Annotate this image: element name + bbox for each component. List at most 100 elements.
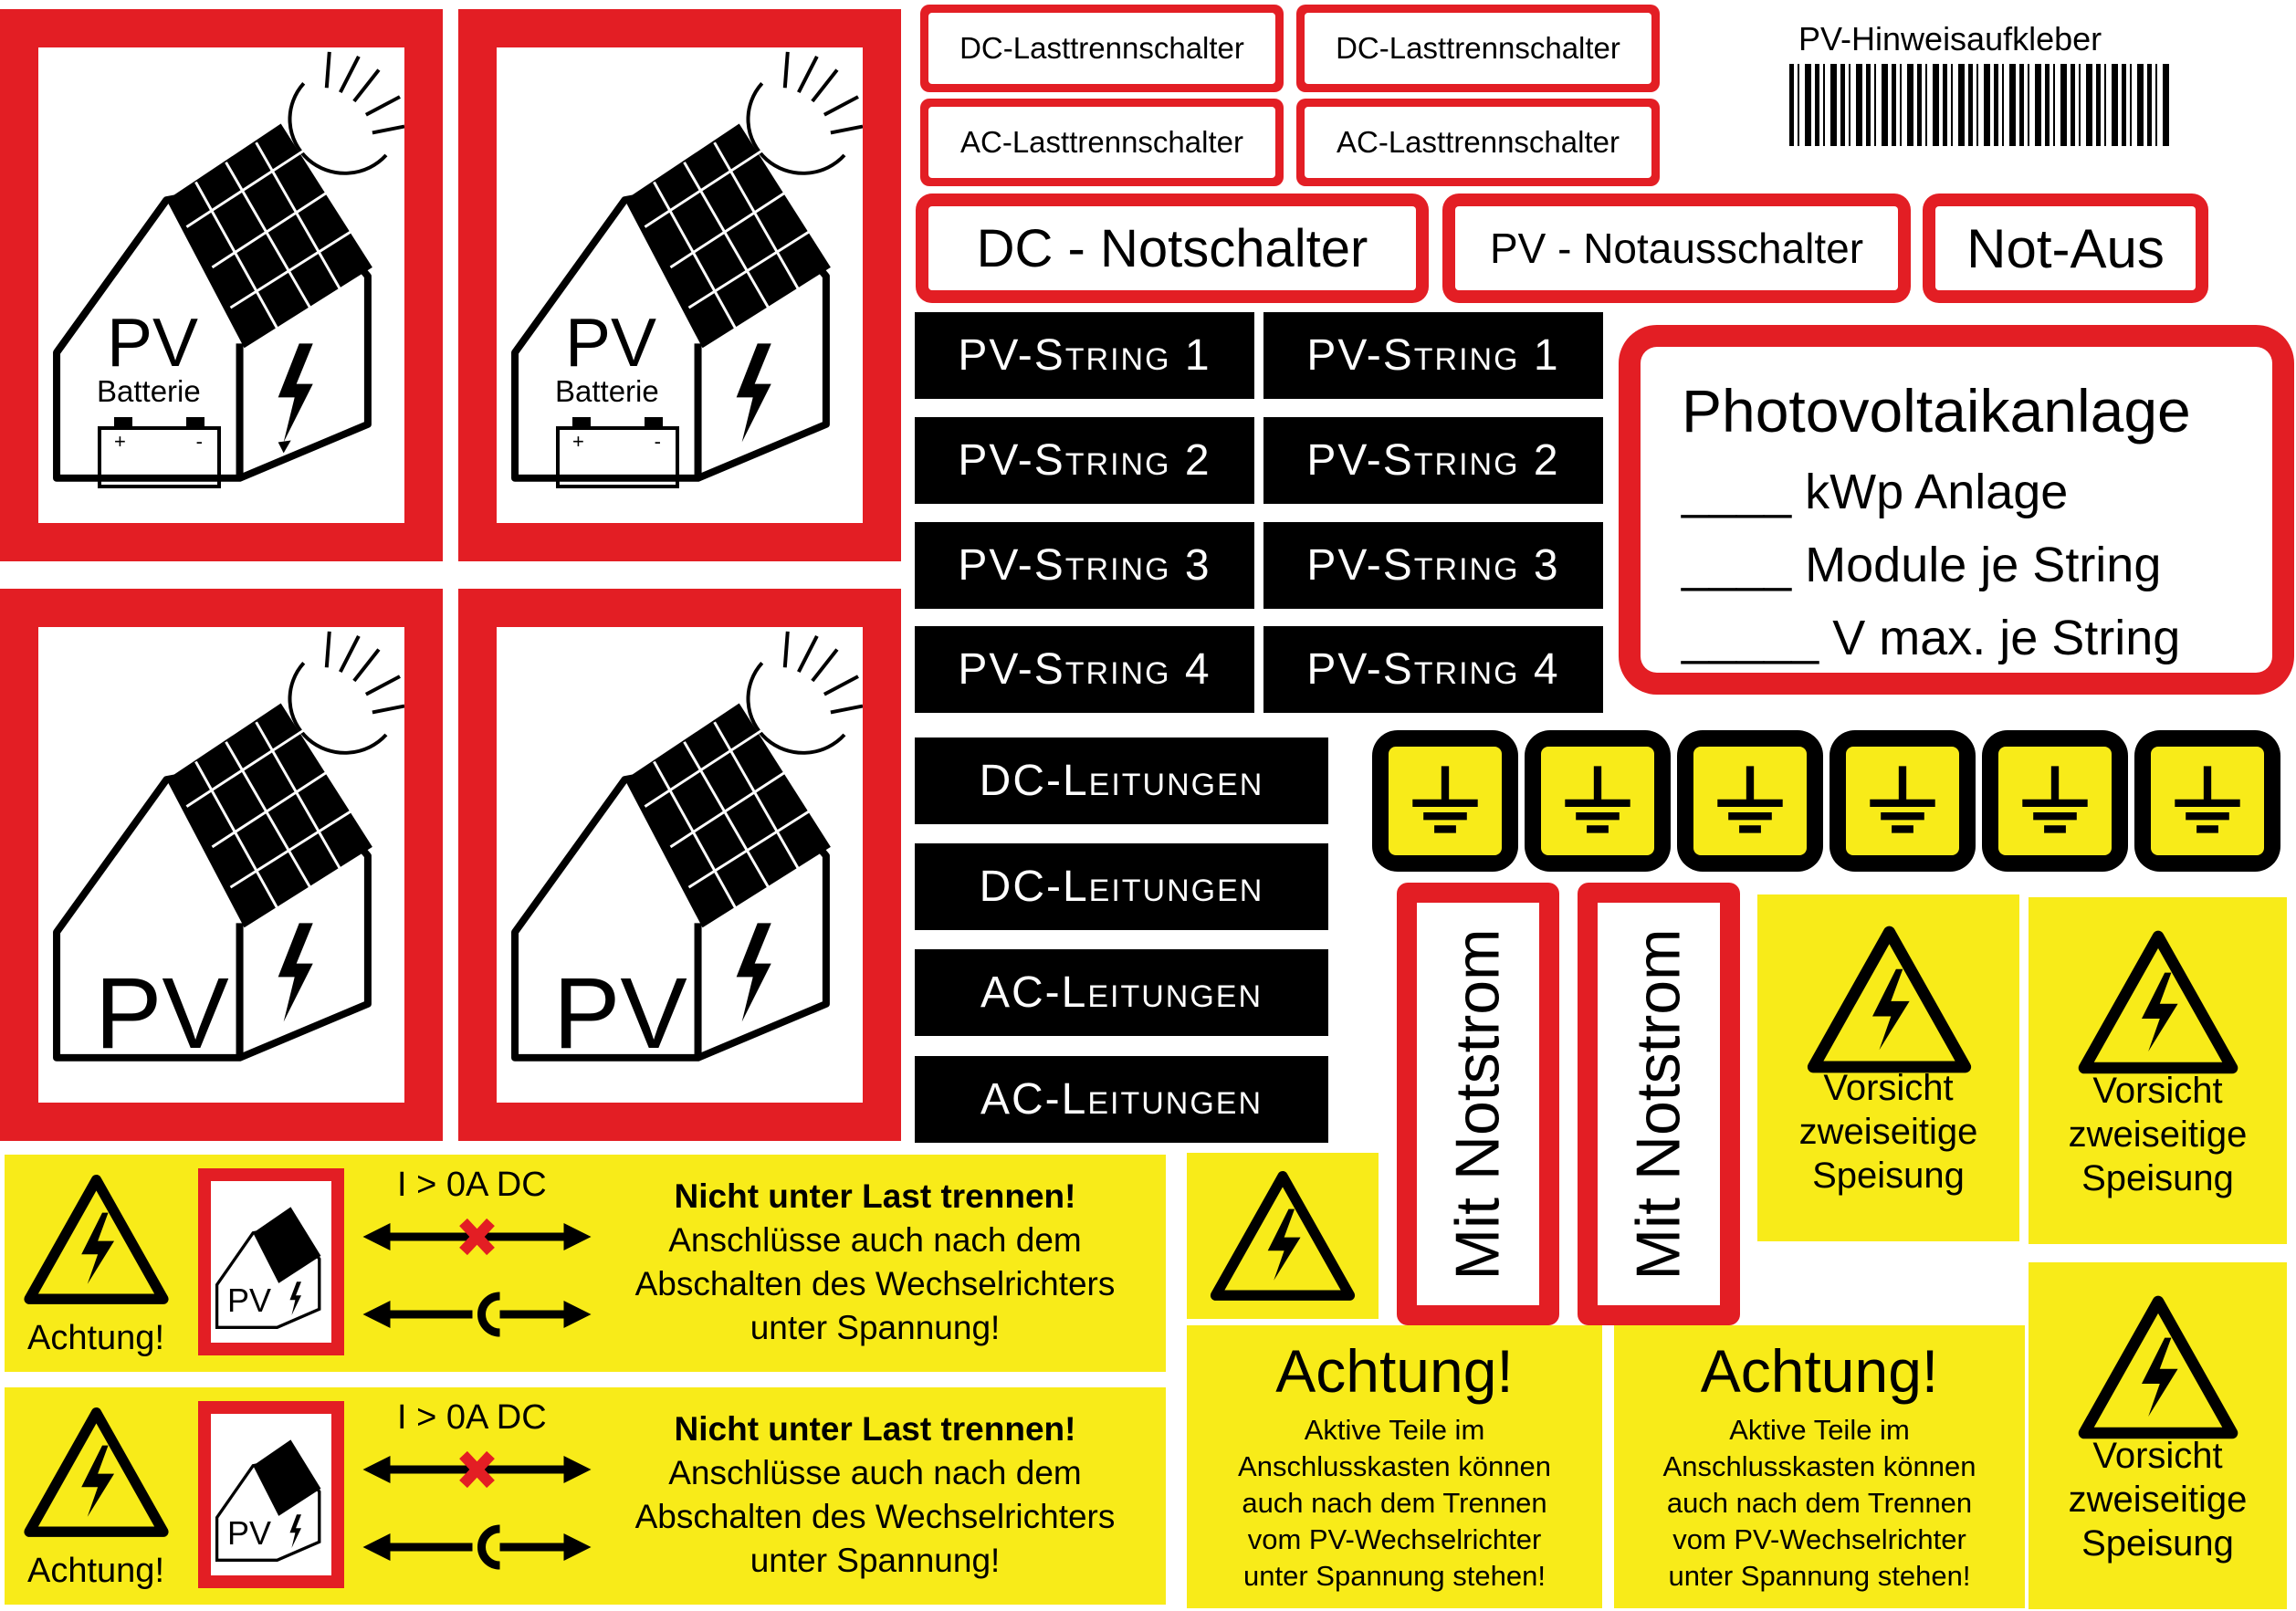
battery-plus: +	[114, 430, 126, 453]
vorsicht-line-3: Speisung	[2081, 1158, 2234, 1198]
house-solar-icon	[53, 631, 404, 1062]
module-line: ____ Module je String	[1682, 538, 2162, 592]
warning-icon	[2076, 925, 2240, 1080]
pv-string-label-1a: PV-String 1	[915, 312, 1254, 399]
pv-battery-sign-2: PV Batterie + -	[458, 9, 901, 561]
strip-line-4: unter Spannung!	[750, 1542, 1001, 1579]
dc-notschalter-label: DC - Notschalter	[916, 194, 1429, 303]
pv-string-label-3a: PV-String 3	[915, 522, 1254, 609]
dc-leitungen-label-2: DC-Leitungen	[915, 843, 1328, 930]
pv-string-label-3b: PV-String 3	[1263, 522, 1603, 609]
achtung-line-5: unter Spannung stehen!	[1243, 1560, 1546, 1592]
achtung-line-4: vom PV-Wechselrichter	[1672, 1523, 1966, 1555]
house-solar-icon	[511, 631, 863, 1062]
ground-icon	[1677, 730, 1823, 872]
strip-line-1: Nicht unter Last trennen!	[674, 1410, 1076, 1448]
current-text: I > 0A DC	[397, 1166, 547, 1204]
kwp-line: ____ kWp Anlage	[1682, 465, 2069, 519]
dc-lasttrennschalter-label-2: DC-Lasttrennschalter	[1296, 5, 1660, 92]
warning-icon	[1805, 922, 1974, 1077]
ground-icon	[1982, 730, 2128, 872]
achtung-title: Achtung!	[1275, 1337, 1514, 1405]
ac-leitungen-label-2: AC-Leitungen	[915, 1056, 1328, 1143]
pv-string-label-2b: PV-String 2	[1263, 417, 1603, 504]
pv-sign-3: PV	[0, 589, 443, 1141]
pv-string-label-4b: PV-String 4	[1263, 626, 1603, 713]
ac-lasttrennschalter-label-2: AC-Lasttrennschalter	[1296, 99, 1660, 186]
pv-title: PV	[565, 304, 657, 381]
strip-line-2: Anschlüsse auch nach dem	[668, 1221, 1082, 1259]
achtung-line-2: Anschlusskasten können	[1662, 1450, 1976, 1482]
warning-icon	[1205, 1167, 1360, 1304]
ac-lasttrennschalter-label-1: AC-Lasttrennschalter	[920, 99, 1284, 186]
photovoltaikanlage-label: Photovoltaikanlage ____ kWp Anlage ____ …	[1619, 325, 2294, 695]
vorsicht-label-3: Vorsicht zweiseitige Speisung	[2029, 1262, 2287, 1609]
vorsicht-line-2: zweiseitige	[2068, 1480, 2248, 1520]
pv-notausschalter-label: PV - Notausschalter	[1442, 194, 1911, 303]
achtung-line-3: auch nach dem Trennen	[1242, 1487, 1547, 1519]
warning-strip-2: Achtung! PV I > 0A DC Nicht unter Last t…	[5, 1387, 1166, 1605]
batterie-label: Batterie	[555, 374, 659, 408]
vorsicht-line-3: Speisung	[1812, 1156, 1965, 1196]
dc-lasttrennschalter-label-1: DC-Lasttrennschalter	[920, 5, 1284, 92]
vorsicht-label-1: Vorsicht zweiseitige Speisung	[1757, 894, 2019, 1241]
current-text: I > 0A DC	[397, 1398, 547, 1437]
vorsicht-line-2: zweiseitige	[2068, 1114, 2248, 1155]
achtung-line-5: unter Spannung stehen!	[1668, 1560, 1971, 1592]
pv-string-label-1b: PV-String 1	[1263, 312, 1603, 399]
achtung-text: Achtung!	[27, 1552, 164, 1590]
warning-strip-1: Achtung! PV I > 0A DC Nicht unter Last t…	[5, 1155, 1166, 1372]
battery-minus: -	[195, 430, 203, 453]
warning-icon	[21, 1171, 172, 1308]
strip-line-3: Abschalten des Wechselrichters	[634, 1265, 1116, 1302]
pv-title: PV	[553, 957, 687, 1070]
achtung-label-1: Achtung! Aktive Teile im Anschlusskasten…	[1187, 1325, 1602, 1608]
photovoltaik-title: Photovoltaikanlage	[1682, 377, 2191, 445]
achtung-line-3: auch nach dem Trennen	[1666, 1487, 1973, 1519]
achtung-text: Achtung!	[27, 1319, 164, 1357]
vorsicht-line-3: Speisung	[2081, 1523, 2234, 1564]
achtung-label-2: Achtung! Aktive Teile im Anschlusskasten…	[1614, 1325, 2025, 1608]
pv-title: PV	[107, 304, 199, 381]
pv-string-label-2a: PV-String 2	[915, 417, 1254, 504]
battery-icon: + -	[98, 417, 221, 488]
achtung-title: Achtung!	[1700, 1337, 1939, 1405]
battery-icon: + -	[556, 417, 679, 488]
pv-title: PV	[95, 957, 229, 1070]
house-solar-icon	[511, 51, 863, 482]
warning-icon	[2076, 1290, 2240, 1445]
vorsicht-line-1: Vorsicht	[2092, 1071, 2223, 1111]
house-solar-icon	[53, 51, 404, 482]
pv-sign-4: PV	[458, 589, 901, 1141]
strip-line-2: Anschlüsse auch nach dem	[668, 1454, 1082, 1491]
pv-string-label-4a: PV-String 4	[915, 626, 1254, 713]
strip-line-3: Abschalten des Wechselrichters	[634, 1498, 1116, 1535]
vorsicht-line-2: zweiseitige	[1798, 1112, 1978, 1152]
warning-icon	[21, 1404, 172, 1541]
barcode-icon	[1789, 64, 2173, 146]
battery-minus: -	[654, 430, 661, 453]
vorsicht-label-2: Vorsicht zweiseitige Speisung	[2029, 897, 2287, 1244]
disconnect-arrows-icon	[362, 1218, 592, 1337]
achtung-line-2: Anschlusskasten können	[1238, 1450, 1551, 1482]
pv-mini-title: PV	[227, 1514, 272, 1552]
strip-line-4: unter Spannung!	[750, 1309, 1001, 1346]
ground-icon	[1372, 730, 1518, 872]
strip-line-1: Nicht unter Last trennen!	[674, 1177, 1076, 1215]
achtung-line-1: Aktive Teile im	[1729, 1414, 1910, 1446]
header-title: PV-Hinweisaufkleber	[1798, 20, 2102, 58]
pv-house-mini-sign: PV	[198, 1168, 344, 1355]
achtung-line-1: Aktive Teile im	[1304, 1414, 1485, 1446]
ground-icon	[2134, 730, 2280, 872]
mit-notstrom-label-2: Mit Notstrom	[1578, 883, 1740, 1325]
ac-leitungen-label-1: AC-Leitungen	[915, 949, 1328, 1036]
batterie-label: Batterie	[97, 374, 201, 408]
disconnect-arrows-icon	[362, 1450, 592, 1570]
pv-house-mini-sign: PV	[198, 1401, 344, 1588]
mit-notstrom-label-1: Mit Notstrom	[1397, 883, 1559, 1325]
battery-plus: +	[572, 430, 584, 453]
warning-label-small	[1187, 1153, 1379, 1319]
ground-icon	[1525, 730, 1671, 872]
pv-battery-sign-1: PV Batterie + -	[0, 9, 443, 561]
not-aus-label: Not-Aus	[1923, 194, 2208, 303]
